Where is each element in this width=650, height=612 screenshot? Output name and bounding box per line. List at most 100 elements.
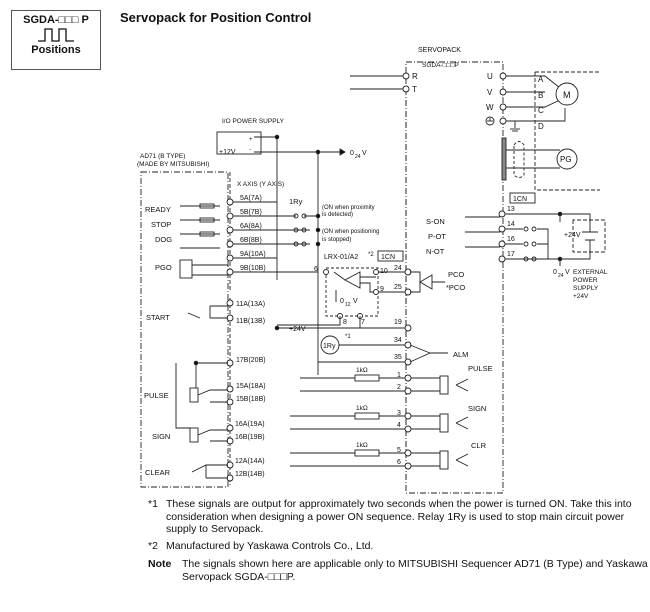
- cn-pin-16: 16: [507, 236, 515, 243]
- note: Note The signals shown here are applicab…: [148, 558, 648, 583]
- io-power-voltage: +12V: [219, 149, 236, 156]
- ground-0v-unit: V: [362, 150, 367, 157]
- controller-maker: (MADE BY MITSUBISHI): [137, 161, 209, 168]
- servopack-label: SERVOPACK: [418, 47, 461, 54]
- controller-pins: 5A(7A) 5B(7B) 6A(8A) 6B(8B) 9A(10A) 9B(1…: [235, 195, 266, 478]
- external-ground-unit: V: [565, 269, 570, 276]
- supply-24v-label: +24V: [289, 326, 306, 333]
- wiring-diagram: SERVOPACK SGDA-□□□P R T U V W M A B C D …: [137, 47, 608, 494]
- signal-alm: ALM: [453, 350, 468, 359]
- cn-pin-19: 19: [394, 319, 402, 326]
- note-mark: Note: [148, 558, 172, 570]
- cn-pin-5: 5: [397, 447, 401, 454]
- motor-section: M A B C D PG: [501, 71, 600, 191]
- cn-pin-1: 1: [397, 372, 401, 379]
- signal-start: START: [146, 313, 170, 322]
- pin-12a: 12A(14A): [235, 458, 265, 465]
- signal-pulse-servo: PULSE: [468, 364, 493, 373]
- cn-pin-6: 6: [397, 459, 401, 466]
- io-power-label: I/O POWER SUPPLY: [222, 118, 285, 125]
- external-line-1: EXTERNAL: [573, 269, 608, 276]
- terminal-v: V: [487, 88, 493, 97]
- footnotes: *1 These signals are output for approxim…: [148, 498, 648, 587]
- minus-sign: -: [249, 147, 251, 153]
- pin-12b: 12B(14B): [235, 471, 265, 478]
- cn-pin-3: 3: [397, 410, 401, 417]
- external-line-2: POWER: [573, 277, 598, 284]
- pin-15a: 15A(18A): [236, 383, 266, 390]
- resistor-1-label: 1kΩ: [356, 367, 368, 374]
- lrx-supply-sub: 12: [345, 302, 351, 308]
- cn-pin-4: 4: [397, 422, 401, 429]
- pin-16b: 16B(19B): [235, 434, 265, 441]
- signal-pgo: PGO: [155, 263, 172, 272]
- ground-0v-sub: 24: [355, 154, 361, 160]
- pin-5b: 5B(7B): [240, 209, 262, 216]
- footnote-1: *1 These signals are output for approxim…: [148, 498, 648, 536]
- lrx-pin-10: 10: [380, 268, 388, 275]
- pin-16a: 16A(19A): [235, 421, 265, 428]
- plus-sign: +: [249, 137, 253, 143]
- pin-11b: 11B(13B): [236, 318, 265, 325]
- terminal-r: R: [412, 72, 418, 81]
- relay-note-proximity: (ON when proximity: [322, 205, 375, 211]
- motor-icon: [555, 82, 579, 106]
- cn-pin-25: 25: [394, 284, 402, 291]
- signal-npco: *PCO: [446, 283, 465, 292]
- lrx-pin-7: 7: [361, 319, 365, 326]
- cn-pin-34: 34: [394, 337, 402, 344]
- ground-0v: 0: [350, 150, 354, 157]
- badge-model: SGDA-□□□ P: [23, 14, 89, 26]
- encoder-label: PG: [560, 155, 572, 164]
- signal-clear: CLEAR: [145, 468, 171, 477]
- external-24v-label: +24V: [564, 232, 581, 239]
- cn-pin-2: 2: [397, 384, 401, 391]
- wire-d: D: [538, 122, 544, 131]
- external-ground: 0: [553, 269, 557, 276]
- axis-label: X AXIS (Y AXIS): [237, 181, 284, 188]
- signal-son: S-ON: [426, 217, 445, 226]
- lrx-pin-9: 9: [380, 286, 384, 293]
- external-ground-sub: 24: [558, 273, 564, 279]
- servo-signals: PCO *PCO ALM PULSE SIGN CLR S-ON P-OT N-…: [409, 192, 608, 470]
- controller-name: AD71 (B TYPE): [140, 153, 185, 160]
- footnote-2-text: Manufactured by Yaskawa Controls Co., Lt…: [166, 539, 374, 552]
- line-receiver: LRX-01/A2 *2 1CN 6 10 9 8 7 0 12 V: [277, 250, 404, 328]
- footnote-1-mark: *1: [148, 498, 158, 510]
- pin-11a: 11A(13A): [236, 301, 265, 308]
- pin-6b: 6B(8B): [240, 237, 262, 244]
- pin-5a: 5A(7A): [240, 195, 262, 202]
- lrx-pin-6: 6: [314, 266, 318, 273]
- pulse-train-icon: [12, 26, 100, 44]
- wire-a: A: [538, 75, 544, 84]
- signal-sign-servo: SIGN: [468, 404, 486, 413]
- lrx-supply-unit: V: [353, 298, 358, 305]
- footnote-2-mark: *2: [148, 539, 158, 552]
- wire-b: B: [538, 91, 543, 100]
- controller-signals: READY STOP DOG PGO START PULSE SIGN CLEA…: [144, 205, 172, 477]
- model-badge: SGDA-□□□ P Positions: [11, 10, 101, 70]
- terminal-u: U: [487, 72, 493, 81]
- pin-6a: 6A(8A): [240, 223, 262, 230]
- signal-pulse: PULSE: [144, 391, 169, 400]
- cn-pin-35: 35: [394, 354, 402, 361]
- wire-c: C: [538, 106, 544, 115]
- pin-9b: 9B(10B): [240, 265, 266, 272]
- protective-ground-icon: [485, 116, 495, 126]
- relay-coil-label: 1Ry: [323, 343, 336, 350]
- io-power-supply: I/O POWER SUPPLY +12V + - 0 24 V: [216, 118, 367, 375]
- footnote-1-text: These signals are output for approximate…: [166, 498, 632, 535]
- resistor-2-label: 1kΩ: [356, 405, 368, 412]
- pin-17b: 17B(20B): [236, 357, 266, 364]
- servopack-model: SGDA-□□□P: [422, 62, 459, 69]
- terminal-w: W: [486, 103, 494, 112]
- encoder-icon: [556, 148, 578, 170]
- relay-1ry: 1Ry (ON when proximity is detected) (ON …: [289, 197, 379, 247]
- relay-label: 1Ry: [289, 197, 303, 206]
- external-line-4: +24V: [573, 293, 589, 300]
- lrx-pin-8: 8: [343, 319, 347, 326]
- signal-dog: DOG: [155, 235, 172, 244]
- signal-ready: READY: [145, 205, 171, 214]
- lrx-connector: 1CN: [381, 254, 395, 261]
- cn-pin-13: 13: [507, 206, 515, 213]
